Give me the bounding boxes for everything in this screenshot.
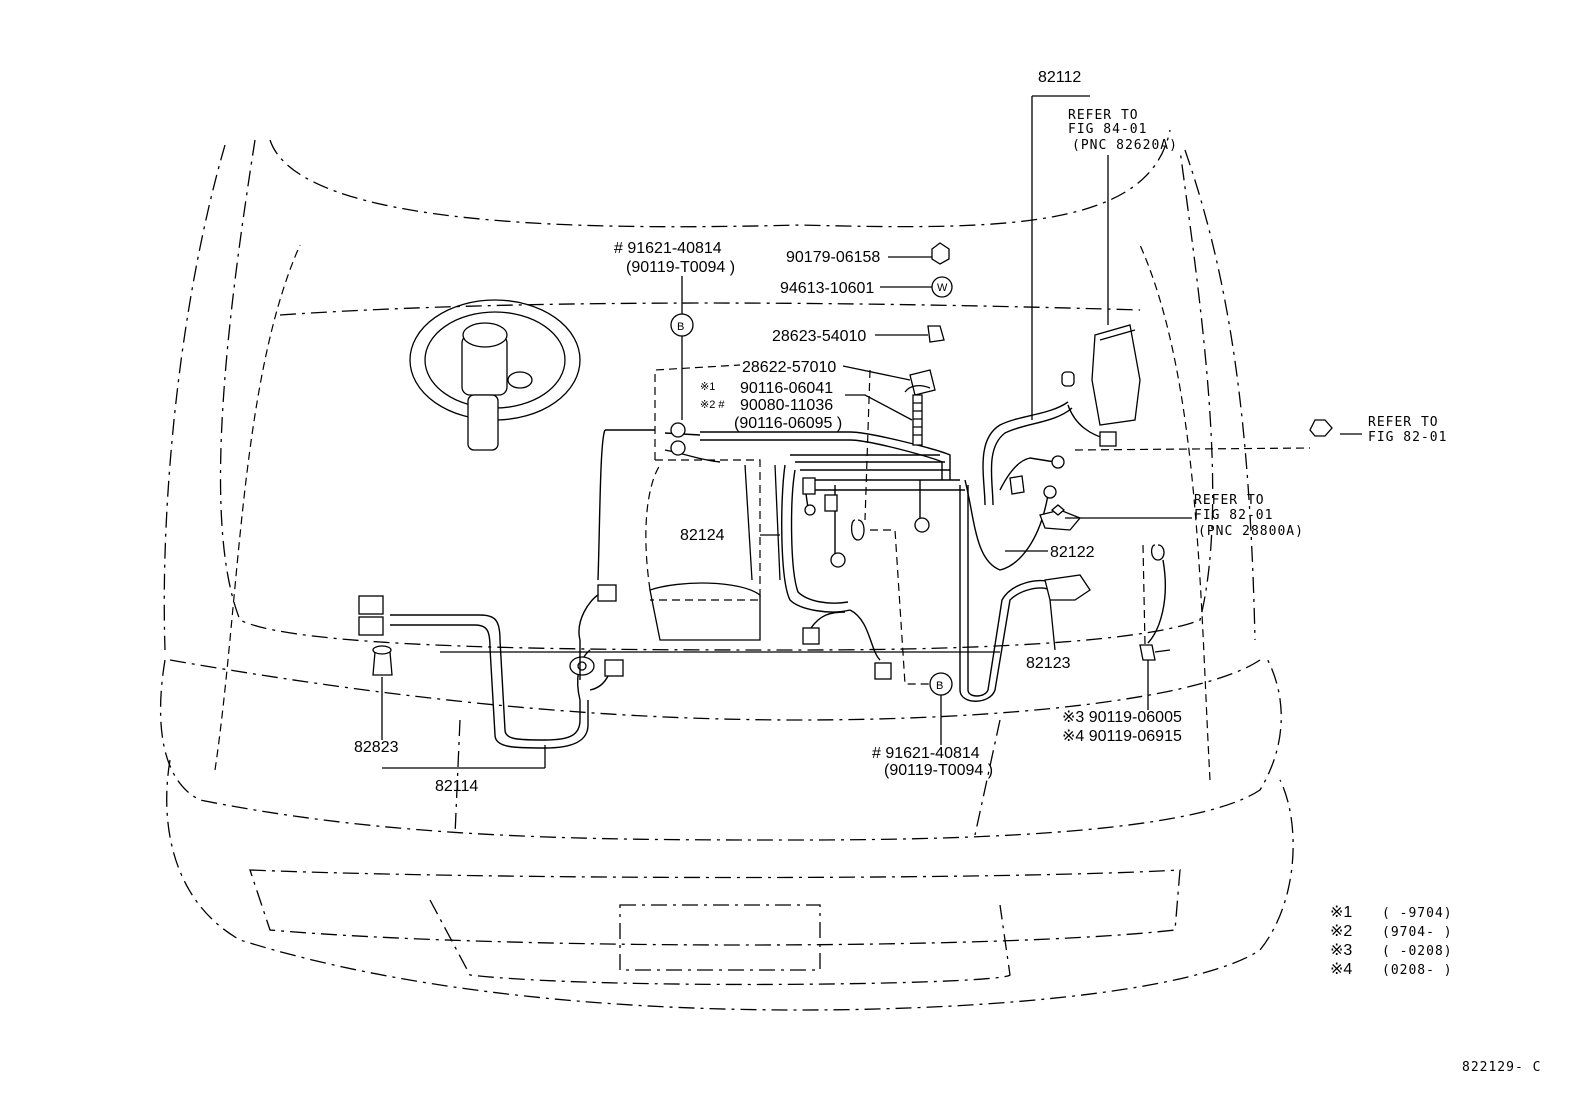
label-90080-11036: 90080-11036 [740,397,833,414]
label-82123: 82123 [1026,655,1071,672]
relay-block [1061,324,1141,426]
harness-82124-wires [664,422,965,680]
note-mark-2: ※2 # [700,399,725,411]
label-refer-fig-82-01-b-line2: FIG 82-01 [1194,508,1273,523]
note-mark-1: ※1 [700,381,715,393]
b-marker-top-letter: B [677,321,684,333]
label-90119-06005: ※3 90119-06005 [1062,709,1182,726]
legend-mark-2: ※2 [1330,923,1352,940]
routing-lines [440,364,1311,685]
leader-lines [381,95,1362,769]
harness-82114-wires [358,429,655,749]
label-90116-06041: 90116-06041 [740,380,833,397]
label-82823: 82823 [354,739,399,756]
fasteners [904,242,1333,516]
label-28622-57010: 28622-57010 [742,359,836,376]
label-82112: 82112 [1038,69,1081,86]
label-refer-fig-82-01-b-line1: REFER TO [1194,493,1265,508]
legend-mark-1: ※1 [1330,904,1352,921]
main-harness-wires [959,401,1171,702]
label-82114: 82114 [435,778,478,795]
label-90116-06095: (90116-06095 ) [734,415,842,432]
label-90119-t0094-bottom: (90119-T0094 ) [884,762,993,779]
part-labels: 82112 REFER TO FIG 84-01 (PNC 82620A) # … [354,69,1447,795]
label-82124: 82124 [680,527,725,544]
label-refer-fig-84-01-line2: FIG 84-01 [1068,122,1147,137]
label-82122: 82122 [1050,544,1095,561]
b-marker-top [670,313,694,337]
legend-mark-3: ※3 [1330,942,1352,959]
legend-range-3: ( -0208) [1382,944,1453,959]
b-marker-bottom [929,672,953,696]
b-marker-bottom-letter: B [936,680,943,692]
legend-range-1: ( -9704) [1382,906,1453,921]
legend-range-2: (9704- ) [1382,925,1453,940]
label-90179-06158: 90179-06158 [786,249,880,266]
label-90119-06915: ※4 90119-06915 [1062,728,1182,745]
note-legend: ※1 ( -9704) ※2 (9704- ) ※3 ( -0208) ※4 (… [1330,904,1453,978]
engine-outline [649,459,761,641]
legend-range-4: (0208- ) [1382,963,1453,978]
label-91621-40814-bottom: # 91621-40814 [872,745,980,762]
label-refer-fig-82-01-b-line3: (PNC 28800A) [1198,524,1304,539]
label-91621-40814-top: # 91621-40814 [614,240,722,257]
label-94613-10601: 94613-10601 [780,280,874,297]
label-90119-t0094-top: (90119-T0094 ) [626,259,735,276]
horn-82823 [372,645,393,676]
label-refer-fig-84-01-line3: (PNC 82620A) [1072,138,1178,153]
label-28623-54010: 28623-54010 [772,328,866,345]
figure-id: 822129- C [1462,1060,1541,1075]
w-marker-letter: W [937,282,948,294]
label-refer-fig-84-01-line1: REFER TO [1068,108,1139,123]
vehicle-body-outline [159,129,1294,1011]
brake-booster [409,299,581,451]
label-refer-fig-82-01-a-line2: FIG 82-01 [1368,430,1447,445]
label-refer-fig-82-01-a-line1: REFER TO [1368,415,1439,430]
legend-mark-4: ※4 [1330,961,1352,978]
